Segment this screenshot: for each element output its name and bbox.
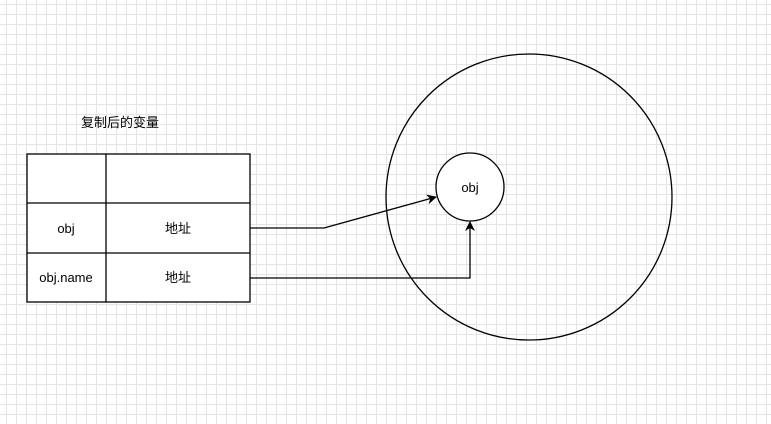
table-border bbox=[26, 153, 251, 303]
cell-name-obj-name: obj.name bbox=[39, 270, 92, 285]
cell-value-obj-name: 地址 bbox=[165, 270, 191, 285]
cell-value-obj: 地址 bbox=[165, 221, 191, 236]
heap-circle bbox=[385, 53, 673, 341]
table-title: 复制后的变量 bbox=[81, 115, 159, 130]
arrow-obj-name-to-object bbox=[250, 221, 475, 279]
variable-table bbox=[26, 153, 251, 303]
cell-name-obj: obj bbox=[57, 221, 74, 236]
object-label: obj bbox=[461, 180, 478, 195]
arrow-obj-to-object bbox=[250, 194, 437, 229]
